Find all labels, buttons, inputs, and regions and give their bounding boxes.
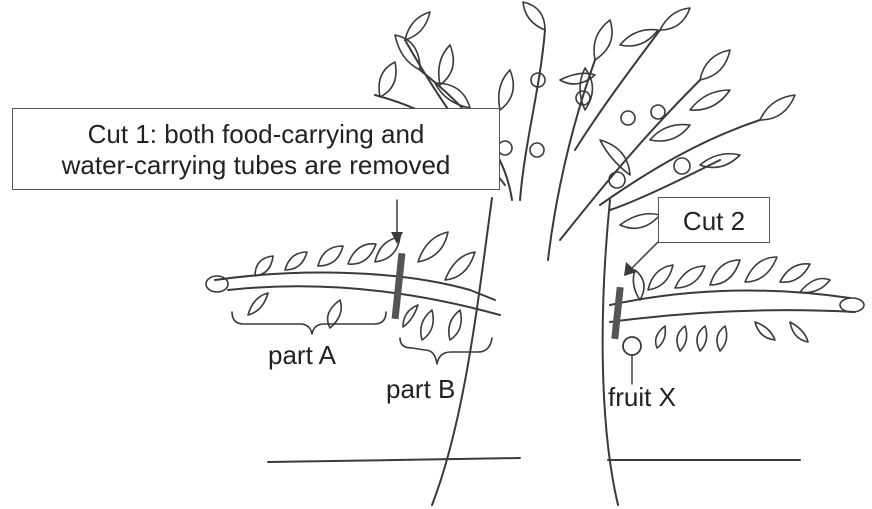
fruit-x-label: fruit X xyxy=(608,382,676,413)
ground-line-left xyxy=(268,458,520,462)
cut-1-label-line-1: Cut 1: both food-carrying and xyxy=(13,119,499,150)
right-branch xyxy=(610,257,864,351)
part-a-label: part A xyxy=(268,340,336,371)
cut-1-label: Cut 1: both food-carrying and water-carr… xyxy=(12,108,500,190)
cut-1-marker xyxy=(392,253,406,319)
cut-2-label-text: Cut 2 xyxy=(683,206,745,236)
cut-1-label-line-2: water-carrying tubes are removed xyxy=(13,150,499,181)
fruit-x xyxy=(623,337,641,384)
part-b-brace xyxy=(400,338,492,364)
part-b-label: part B xyxy=(386,374,455,405)
cut-1-arrow xyxy=(391,200,403,244)
part-a-brace xyxy=(232,312,386,334)
cut-2-marker xyxy=(611,287,623,339)
cut-2-label: Cut 2 xyxy=(658,197,770,243)
cut-2-arrow xyxy=(624,240,660,276)
